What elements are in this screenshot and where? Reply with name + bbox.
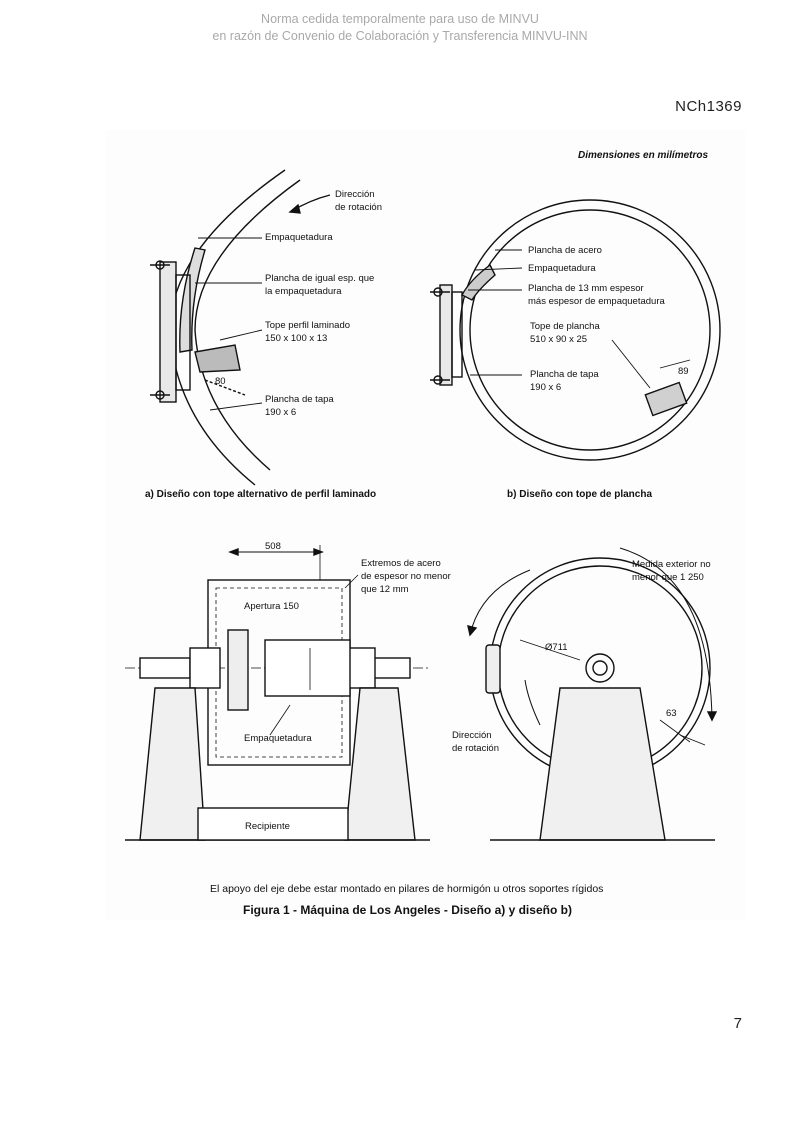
design-b-drawing [430,199,721,461]
dim-508: 508 [265,541,281,552]
b-dim-89: 89 [678,366,689,377]
ends-label-2: de espesor no menor [361,571,451,582]
support-note: El apoyo del eje debe estar montado en p… [210,883,603,895]
end-view-drawing [467,547,718,841]
end-rotation-label-2: de rotación [452,743,499,754]
a-packing-label: Empaquetadura [265,232,333,243]
a-stop-label-2: 150 x 100 x 13 [265,333,327,344]
design-a-caption: a) Diseño con tope alternativo de perfil… [145,489,376,500]
units-note: Dimensiones en milímetros [578,150,708,161]
design-a-drawing [150,169,331,486]
b-steel-plate-label: Plancha de acero [528,245,602,256]
b-cover-label-1: Plancha de tapa [530,369,599,380]
b-stop-label-2: 510 x 90 x 25 [530,334,587,345]
side-view-drawing [125,545,430,841]
end-rotation-label-1: Dirección [452,730,492,741]
a-plate-label-2: la empaquetadura [265,286,342,297]
ends-label-3: que 12 mm [361,584,409,595]
side-packing-label: Empaquetadura [244,733,312,744]
a-cover-label-1: Plancha de tapa [265,394,334,405]
watermark-line-2: en razón de Convenio de Colaboración y T… [212,29,588,43]
a-rotation-label-1: Dirección [335,189,375,200]
ext-size-label-2: menor que 1 250 [632,572,704,583]
page-number: 7 [733,1015,742,1032]
watermark-line-1: Norma cedida temporalmente para uso de M… [261,12,539,26]
b-cover-label-2: 190 x 6 [530,382,561,393]
opening-label: Apertura 150 [244,601,299,612]
b-packing-label: Empaquetadura [528,263,596,274]
ext-size-label-1: Medida exterior no [632,559,711,570]
a-stop-label-1: Tope perfil laminado [265,320,350,331]
a-rotation-label-2: de rotación [335,202,382,213]
b-stop-label-1: Tope de plancha [530,321,600,332]
ends-label-1: Extremos de acero [361,558,441,569]
design-b-caption: b) Diseño con tope de plancha [507,489,652,500]
dim-63: 63 [666,708,677,719]
b-plate-label-2: más espesor de empaquetadura [528,296,665,307]
diameter-label: Ø711 [545,642,568,653]
b-plate-label-1: Plancha de 13 mm espesor [528,283,644,294]
a-plate-label-1: Plancha de igual esp. que [265,273,374,284]
a-cover-label-2: 190 x 6 [265,407,296,418]
document-id: NCh1369 [675,98,742,115]
a-dim-80: 80 [215,376,226,387]
container-label: Recipiente [245,821,290,832]
figure-title: Figura 1 - Máquina de Los Angeles - Dise… [243,903,572,917]
